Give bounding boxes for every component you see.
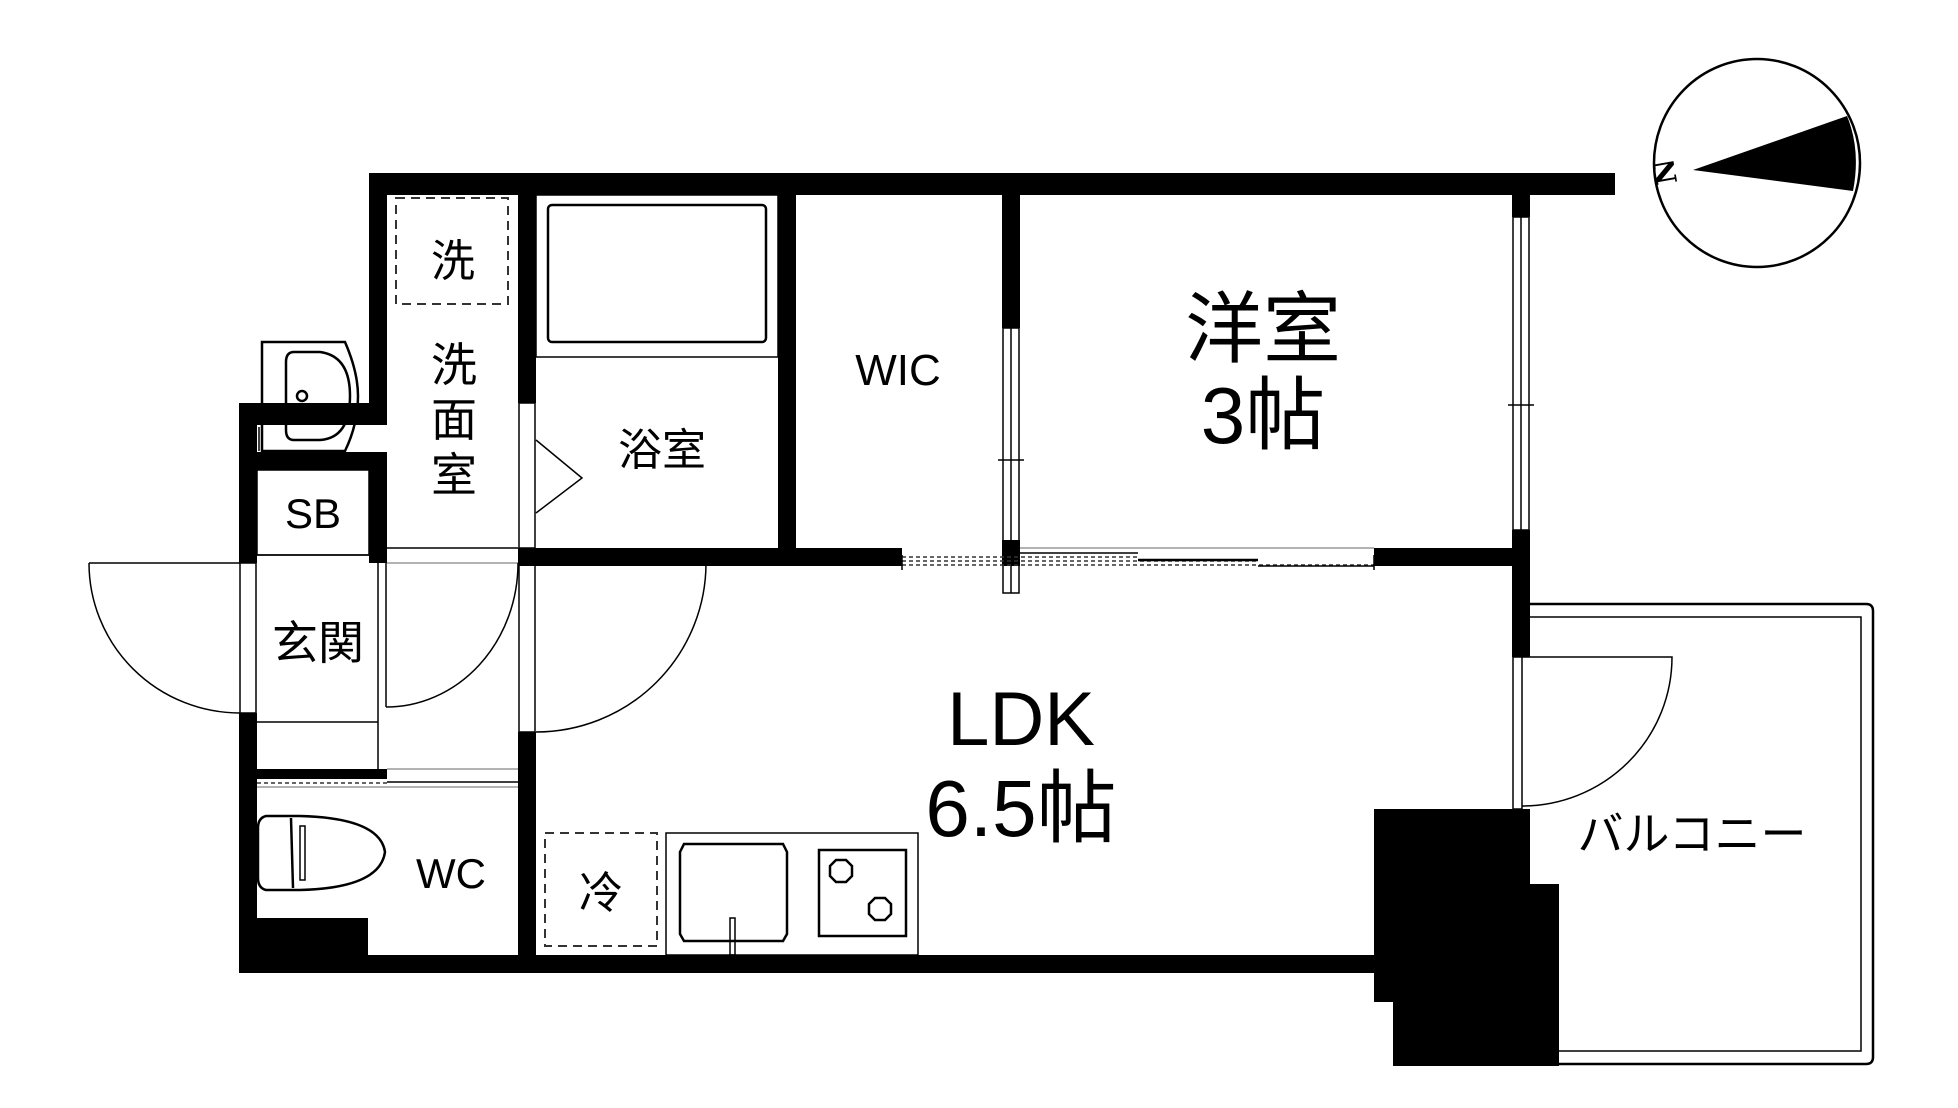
drain-icon — [295, 389, 309, 403]
washroom-label-3: 室 — [431, 448, 477, 502]
compass-circle — [1652, 57, 1862, 269]
entrance-door-swing — [88, 562, 241, 714]
western-bottom-wall — [1374, 548, 1530, 566]
wic-western-wall-upper — [1002, 173, 1020, 328]
washer-label: 洗 — [431, 236, 475, 287]
western-right-wall-top — [1512, 173, 1530, 217]
sliding-doors — [257, 547, 1375, 788]
wc-top-wall — [257, 769, 387, 779]
burner-icon — [867, 896, 893, 922]
bath-door-jamb — [518, 402, 536, 549]
sink-sb-wall — [239, 452, 387, 470]
refrigerator-space — [544, 832, 658, 947]
washroom-bath-wall — [518, 173, 536, 403]
washbasin-bowl — [284, 350, 352, 442]
western-room-label: 洋室 — [1185, 285, 1341, 375]
ldk-right-wall-upper — [1512, 530, 1530, 657]
shoe-box-label: SB — [285, 490, 341, 537]
bathtub — [546, 203, 768, 344]
faucet — [729, 917, 736, 956]
fixtures — [256, 194, 919, 956]
bath-door-swing — [535, 439, 584, 514]
refrigerator-label: 冷 — [579, 868, 623, 919]
bath-bottom-wall — [518, 548, 796, 566]
ldk-door-jamb — [518, 562, 536, 733]
kitchen-counter — [665, 832, 919, 956]
washroom-label-2: 面 — [431, 393, 477, 447]
bathroom-label: 浴室 — [618, 425, 706, 476]
top-wall — [369, 173, 1615, 195]
ldk-size: 6.5帖 — [925, 764, 1116, 853]
left-wall-upper — [239, 403, 257, 563]
wic-bottom-wall — [796, 548, 902, 566]
balcony-door-jamb — [1512, 656, 1523, 810]
north-arrow-icon — [1693, 116, 1856, 191]
walls — [239, 173, 1615, 1066]
ldk-door-swing — [535, 562, 707, 733]
balcony-label: バルコニー — [1577, 807, 1806, 861]
kitchen-sink — [678, 842, 789, 943]
ldk-left-wall-top — [518, 548, 536, 563]
pillar-block-lower — [1393, 884, 1559, 1066]
washroom-label-1: 洗 — [431, 338, 477, 392]
bath-wic-wall — [778, 173, 796, 566]
shoe-box — [256, 469, 370, 556]
compass: N — [1647, 57, 1862, 269]
balcony-outer-rail — [1530, 602, 1875, 1066]
washer-space — [395, 197, 509, 305]
balcony-inner-rail — [1530, 616, 1862, 1052]
stove — [817, 848, 908, 938]
left-wall-lower — [239, 713, 257, 973]
sb-right-wall — [369, 452, 387, 563]
washbasin-counter — [260, 340, 360, 453]
balcony — [1530, 602, 1875, 1066]
entrance-door-jamb — [239, 562, 257, 714]
entrance-label: 玄関 — [272, 616, 364, 670]
toilet-label: WC — [416, 850, 486, 897]
labels: 洋室 3帖 LDK 6.5帖 WIC 浴室 洗 洗 面 室 SB 玄関 WC 冷… — [272, 236, 1807, 919]
burner-icon — [828, 858, 854, 884]
toilet — [256, 814, 387, 892]
balcony-door-swing — [1521, 656, 1673, 807]
compass-north-label: N — [1647, 156, 1684, 187]
bottom-wall — [239, 955, 1379, 973]
western-room-size: 3帖 — [1201, 371, 1326, 460]
wic-label: WIC — [855, 346, 941, 395]
ldk-left-wall-lower — [518, 732, 536, 973]
washroom-left-wall — [369, 173, 387, 425]
washroom-door-swing — [385, 562, 519, 708]
windows — [518, 216, 1534, 810]
ldk-label: LDK — [947, 677, 1095, 762]
